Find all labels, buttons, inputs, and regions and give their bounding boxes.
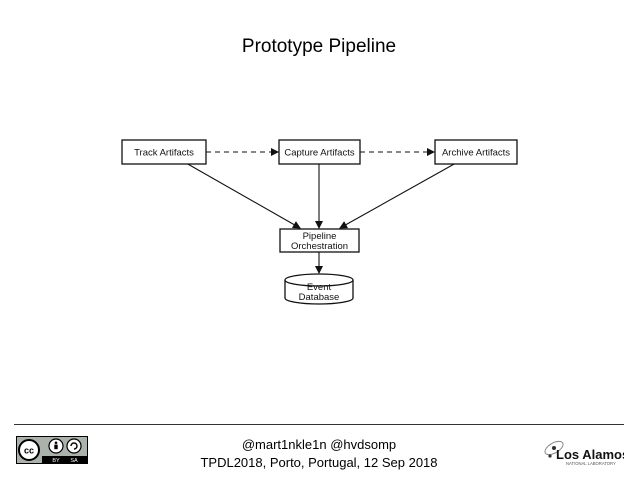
- capture-artifacts-node: [278, 139, 361, 165]
- footer-event: TPDL2018, Porto, Portugal, 12 Sep 2018: [200, 455, 438, 470]
- cc-by-sa-badge: cc BY SA: [16, 436, 88, 464]
- track-artifacts-node: [121, 139, 207, 165]
- los-alamos-logo: Los Alamos NATIONAL LABORATORY: [544, 440, 624, 466]
- event-database-node: [284, 273, 354, 305]
- footer-handles: @mart1nkle1n @hvdsomp: [241, 437, 397, 452]
- svg-text:Los Alamos: Los Alamos: [556, 447, 624, 462]
- svg-text:BY: BY: [52, 458, 60, 464]
- pipeline-orchestration-node: [279, 228, 360, 253]
- slide-title: Prototype Pipeline: [241, 36, 397, 57]
- svg-text:SA: SA: [70, 458, 78, 464]
- database-label-line2: Database: [299, 292, 340, 303]
- track-orchestration-arrow: [177, 156, 301, 229]
- orchestration-label-line1: Pipeline: [303, 231, 337, 242]
- footer-text: @mart1nkle1n @hvdsomp TPDL2018, Porto, P…: [0, 436, 638, 472]
- track-artifacts-label: Track Artifacts: [134, 148, 194, 159]
- atom-orbit-icon: [544, 440, 564, 456]
- archive-artifacts-node: [434, 139, 518, 165]
- capture-artifacts-label: Capture Artifacts: [284, 148, 354, 159]
- svg-text:cc: cc: [24, 446, 34, 456]
- svg-text:NATIONAL LABORATORY: NATIONAL LABORATORY: [566, 461, 616, 466]
- orchestration-label-line2: Orchestration: [291, 241, 348, 252]
- archive-artifacts-label: Archive Artifacts: [442, 148, 510, 159]
- archive-orchestration-arrow: [339, 156, 465, 229]
- sa-icon: [66, 438, 82, 454]
- database-label-line1: Event: [307, 282, 332, 293]
- cc-icon: [18, 439, 40, 461]
- footer-divider: [14, 424, 624, 425]
